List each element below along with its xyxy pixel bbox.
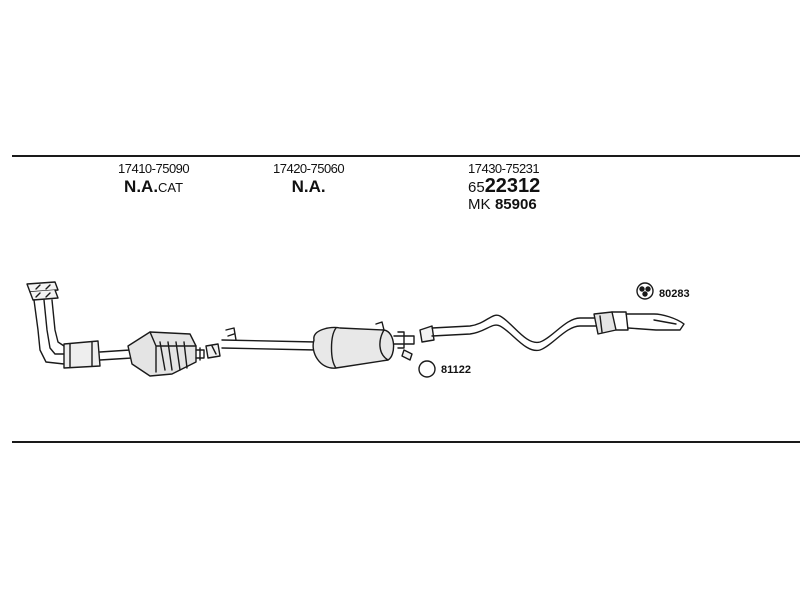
part-number-center-muffler: 17420-75060 bbox=[273, 161, 345, 176]
catalytic-converter bbox=[127, 331, 205, 377]
status-suffix: CAT bbox=[158, 180, 184, 195]
alt-main: 22312 bbox=[484, 175, 541, 197]
center-muffler-assembly bbox=[205, 321, 415, 369]
status-main: N.A. bbox=[124, 177, 159, 196]
front-pipe-manifold bbox=[26, 281, 133, 369]
section-1-labels: 17410-75090 N.A.CAT bbox=[118, 161, 190, 197]
alt-prefix: 65 bbox=[468, 179, 485, 196]
top-divider-line bbox=[12, 155, 800, 157]
section-1-status: N.A.CAT bbox=[118, 177, 189, 197]
part-number-rear-muffler: 17430-75231 bbox=[468, 161, 540, 176]
callout-rubber-hanger: 80283 bbox=[659, 288, 690, 300]
mount-ring-icon bbox=[418, 360, 436, 378]
part-number-front-pipe: 17410-75090 bbox=[118, 161, 190, 176]
mk-part-number: MK 85906 bbox=[468, 196, 540, 214]
status-main: N.A. bbox=[291, 177, 326, 196]
section-2-status: N.A. bbox=[273, 177, 344, 197]
mk-prefix: MK bbox=[468, 196, 491, 213]
rubber-hanger-icon bbox=[636, 282, 654, 300]
mk-number: 85906 bbox=[494, 196, 537, 213]
rear-muffler-assembly bbox=[419, 311, 685, 352]
section-2-labels: 17420-75060 N.A. bbox=[273, 161, 345, 197]
callout-mount-ring: 81122 bbox=[441, 364, 471, 376]
section-3-labels: 17430-75231 6522312 MK 85906 bbox=[468, 161, 540, 214]
bottom-divider-line bbox=[12, 441, 800, 443]
alt-part-number: 6522312 bbox=[468, 175, 540, 198]
